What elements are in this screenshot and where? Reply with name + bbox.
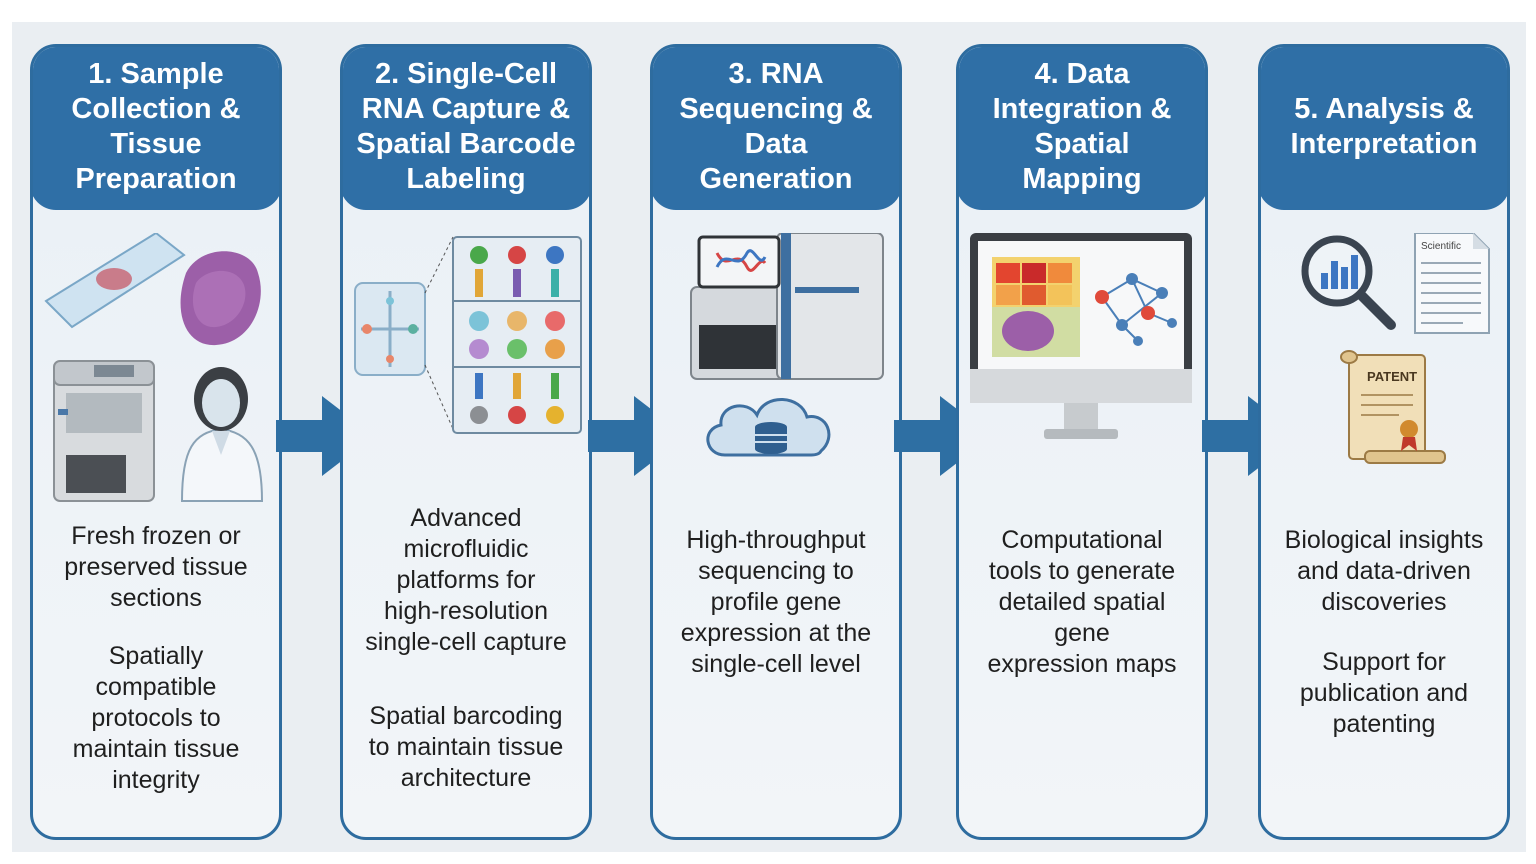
magnifier-chart-icon	[1301, 235, 1396, 330]
sequencing-illustration	[653, 233, 899, 533]
step-panel-1: 1. Sample Collection & Tissue Preparatio…	[30, 44, 282, 840]
glass-slide-icon	[44, 233, 186, 329]
tissue-section-icon	[180, 251, 261, 346]
analysis-illustration: Scientific PATENT	[1261, 233, 1507, 533]
sample-collection-illustration	[33, 233, 279, 533]
step-header-4: 4. Data Integration & Spatial Mapping	[959, 47, 1205, 210]
step-header-2: 2. Single-Cell RNA Capture & Spatial Bar…	[343, 47, 589, 210]
barcode-grid-icon	[452, 236, 582, 434]
step-title-4: 4. Data Integration & Spatial Mapping	[992, 58, 1172, 195]
flow-arrow-3	[894, 396, 992, 476]
spatial-mapping-illustration	[959, 233, 1205, 533]
step-panel-4: 4. Data Integration & Spatial Mapping	[956, 44, 1208, 840]
heatmap-icon	[992, 257, 1080, 357]
step-header-1: 1. Sample Collection & Tissue Preparatio…	[33, 47, 279, 210]
single-cell-capture-illustration	[343, 233, 589, 533]
flow-arrow-4	[1202, 396, 1300, 476]
document-label: Scientific	[1421, 241, 1461, 252]
network-graph-icon	[1095, 273, 1177, 346]
step-description-5b: Support for publication and patenting	[1299, 648, 1469, 738]
cryostat-icon	[53, 360, 155, 502]
step-header-3: 3. RNA Sequencing & Data Generation	[653, 47, 899, 210]
document-icon: Scientific	[1414, 233, 1490, 334]
microfluidic-chip-icon	[354, 282, 426, 376]
step-panel-3: 3. RNA Sequencing & Data Generation	[650, 44, 902, 840]
step-title-2: 2. Single-Cell RNA Capture & Spatial Bar…	[356, 58, 576, 195]
step-description-1a: Fresh frozen or preserved tissue section…	[64, 522, 248, 612]
scientist-icon	[180, 367, 264, 502]
step-panel-5: 5. Analysis & Interpretation Scientific	[1258, 44, 1510, 840]
patent-scroll-icon: PATENT	[1340, 350, 1446, 464]
step-panel-2: 2. Single-Cell RNA Capture & Spatial Bar…	[340, 44, 592, 840]
flow-arrow-2	[588, 396, 686, 476]
cloud-database-icon	[706, 398, 831, 457]
step-description-1b: Spatially compatible protocols to mainta…	[72, 642, 240, 794]
step-title-1: 1. Sample Collection & Tissue Preparatio…	[71, 58, 241, 195]
step-description-4: Computational tools to generate detailed…	[987, 526, 1177, 678]
flow-arrow-1	[276, 396, 374, 476]
step-header-5: 5. Analysis & Interpretation	[1261, 47, 1507, 210]
patent-label: PATENT	[1367, 369, 1417, 384]
step-title-5: 5. Analysis & Interpretation	[1290, 93, 1478, 160]
sequencer-icon	[690, 233, 884, 380]
step-description-3: High-throughput sequencing to profile ge…	[680, 526, 872, 678]
step-description-2a: Advanced microfluidic platforms for high…	[365, 504, 567, 656]
step-description-2b: Spatial barcoding to maintain tissue arc…	[368, 702, 564, 792]
step-title-3: 3. RNA Sequencing & Data Generation	[679, 58, 873, 195]
step-description-5a: Biological insights and data-driven disc…	[1284, 526, 1484, 616]
dna-icon	[715, 249, 767, 272]
